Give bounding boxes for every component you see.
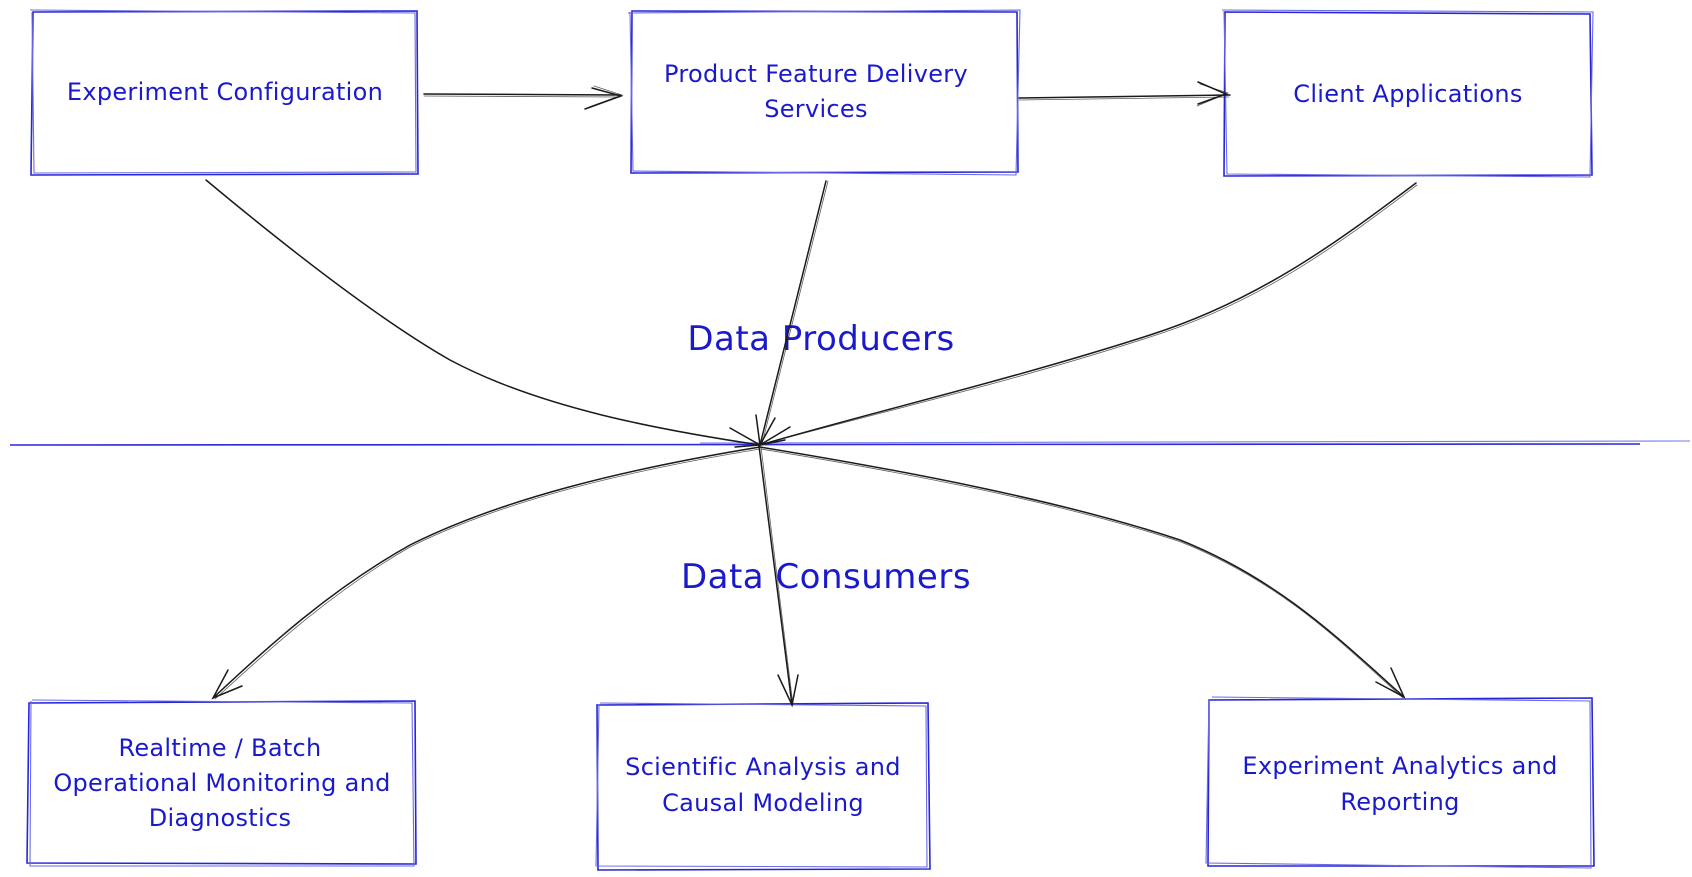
box-label: Operational Monitoring and bbox=[53, 769, 390, 797]
box-label: Scientific Analysis and bbox=[625, 753, 901, 781]
box-label: Experiment Configuration bbox=[67, 78, 383, 106]
arrow-config-to-hub bbox=[205, 179, 761, 446]
box-label: Realtime / Batch bbox=[118, 734, 321, 762]
arrow-delivery-to-hub bbox=[759, 180, 829, 446]
arrow-client-to-hub bbox=[759, 182, 1418, 446]
box-scientific-analysis[interactable]: Scientific Analysis and Causal Modeling bbox=[595, 702, 931, 871]
box-label: Product Feature Delivery bbox=[664, 60, 968, 88]
box-client-applications[interactable]: Client Applications bbox=[1221, 9, 1594, 178]
box-experiment-configuration[interactable]: Experiment Configuration bbox=[29, 9, 419, 176]
box-label: Client Applications bbox=[1293, 80, 1522, 108]
box-experiment-analytics[interactable]: Experiment Analytics and Reporting bbox=[1205, 696, 1595, 869]
arrow-hub-to-scientific bbox=[758, 445, 799, 708]
arrow-delivery-to-client bbox=[1018, 81, 1231, 107]
producer-consumer-divider bbox=[9, 440, 1691, 446]
box-product-feature-delivery-services[interactable]: Product Feature Delivery Services bbox=[627, 9, 1021, 176]
box-label: Causal Modeling bbox=[662, 789, 864, 817]
box-label: Experiment Analytics and bbox=[1242, 752, 1557, 780]
arrow-hub-to-analytics bbox=[759, 446, 1406, 699]
box-label: Services bbox=[764, 95, 868, 123]
box-realtime-batch-monitoring[interactable]: Realtime / Batch Operational Monitoring … bbox=[26, 699, 417, 867]
box-label: Diagnostics bbox=[149, 804, 292, 832]
arrow-config-to-delivery bbox=[423, 85, 624, 110]
box-label: Reporting bbox=[1340, 788, 1459, 816]
section-label-data-producers: Data Producers bbox=[687, 319, 954, 359]
section-label-data-consumers: Data Consumers bbox=[681, 557, 971, 597]
hub-arrowheads bbox=[729, 414, 791, 448]
arrow-hub-to-monitoring bbox=[211, 446, 761, 700]
